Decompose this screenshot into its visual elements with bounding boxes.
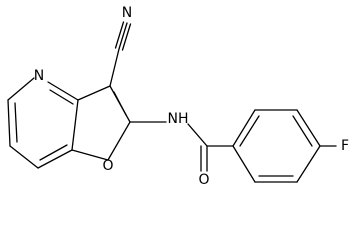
- structure-diagram: N N O NH O F: [7, 5, 349, 188]
- bond-c3a-n4-double: [49, 89, 74, 105]
- bond-ar3-ar4: [296, 109, 321, 147]
- bond-c6-c7: [9, 145, 39, 169]
- bond-ar3-ar4-double: [292, 115, 313, 147]
- atom-f: F: [341, 138, 349, 154]
- atom-nh-amide: NH: [168, 111, 189, 127]
- bond-c3-c2-double: [113, 91, 127, 116]
- bonds: [7, 21, 337, 183]
- bond-c7-c7a-double: [39, 144, 68, 161]
- bond-ar1-ar2-double: [239, 115, 260, 147]
- bond-c7-c7a: [37, 149, 73, 169]
- bond-triple-nitrile-b: [114, 21, 125, 49]
- bond-ar1-ar2: [232, 109, 256, 147]
- atom-labels: N N O NH O F: [34, 5, 349, 188]
- bond-n4-c5: [7, 77, 35, 101]
- bond-c3-c3a: [77, 85, 111, 101]
- atom-o-furan: O: [102, 158, 113, 174]
- bond-ar6-ar1: [232, 145, 256, 183]
- bond-c2-o1: [107, 121, 131, 161]
- bond-triple-nitrile-a: [118, 22, 128, 50]
- bond-c3-cnitrile: [109, 48, 120, 87]
- bond-c5-c6: [7, 99, 11, 147]
- bond-ar4-ar5: [296, 145, 321, 183]
- bond-triple-nitrile-c: [121, 23, 132, 51]
- bond-c5-c6-double: [14, 102, 18, 143]
- atom-n-nitrile: N: [122, 5, 132, 21]
- atom-o-carbonyl: O: [198, 172, 209, 188]
- atom-n-pyridine: N: [34, 68, 44, 84]
- bond-c3a-c7a: [71, 99, 79, 151]
- bond-c3a-n4: [47, 81, 79, 101]
- bond-o1-c7a: [71, 149, 109, 161]
- bond-nh-ccarbonyl: [187, 123, 208, 147]
